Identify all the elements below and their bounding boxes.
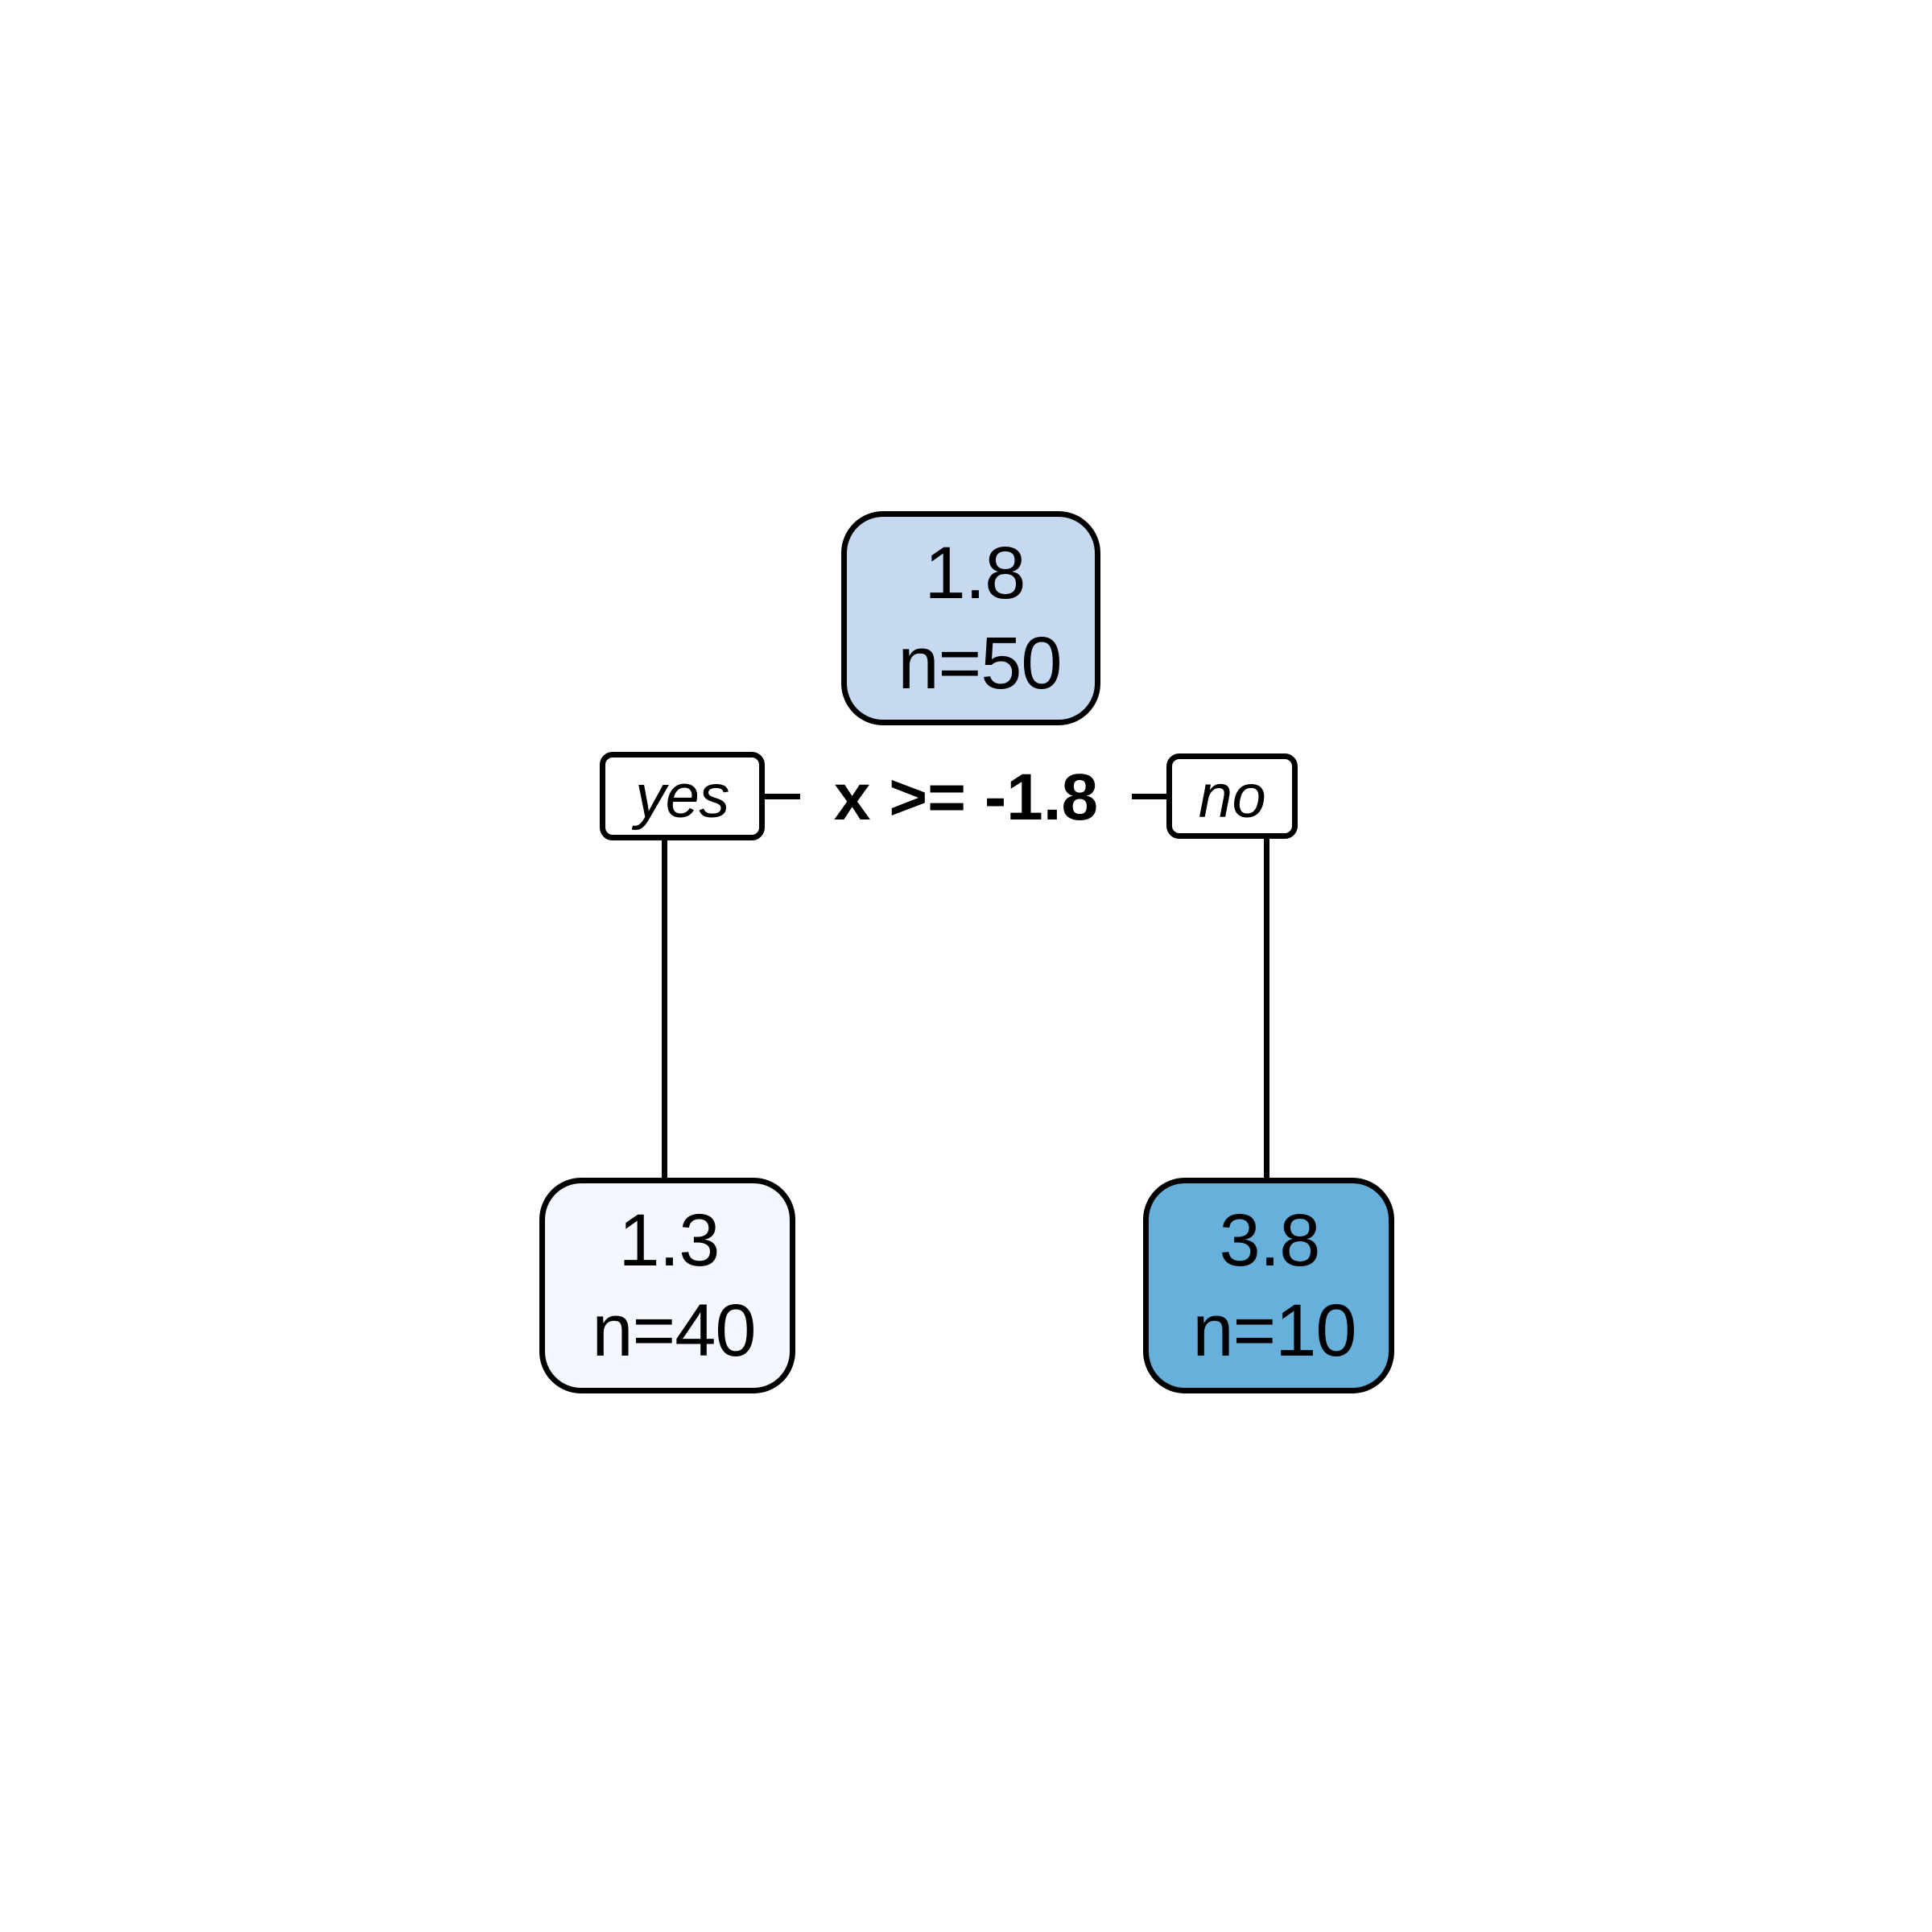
tree-node-leaf-right[interactable]: 3.8 n=10 — [1143, 1178, 1394, 1393]
root-node-count: n=50 — [898, 622, 1062, 704]
connector-stub-yes — [763, 794, 800, 799]
edge-no-to-right-leaf — [1264, 839, 1269, 1182]
right-leaf-count: n=10 — [1192, 1290, 1356, 1372]
connector-stub-no — [1132, 794, 1169, 799]
edge-yes-to-left-leaf — [662, 839, 667, 1183]
split-condition-text: x >= -1.8 — [833, 761, 1099, 834]
branch-label-yes-text: yes — [635, 762, 729, 831]
tree-node-root[interactable]: 1.8 n=50 — [841, 511, 1100, 725]
branch-label-no[interactable]: no — [1166, 753, 1298, 839]
tree-node-leaf-left[interactable]: 1.3 n=40 — [539, 1178, 795, 1393]
left-leaf-count: n=40 — [592, 1290, 756, 1372]
left-leaf-value: 1.3 — [618, 1199, 720, 1282]
split-condition: x >= -1.8 — [797, 755, 1135, 840]
branch-label-no-text: no — [1198, 762, 1266, 831]
right-leaf-value: 3.8 — [1219, 1199, 1321, 1282]
branch-label-yes[interactable]: yes — [600, 752, 765, 840]
root-node-value: 1.8 — [924, 531, 1026, 614]
